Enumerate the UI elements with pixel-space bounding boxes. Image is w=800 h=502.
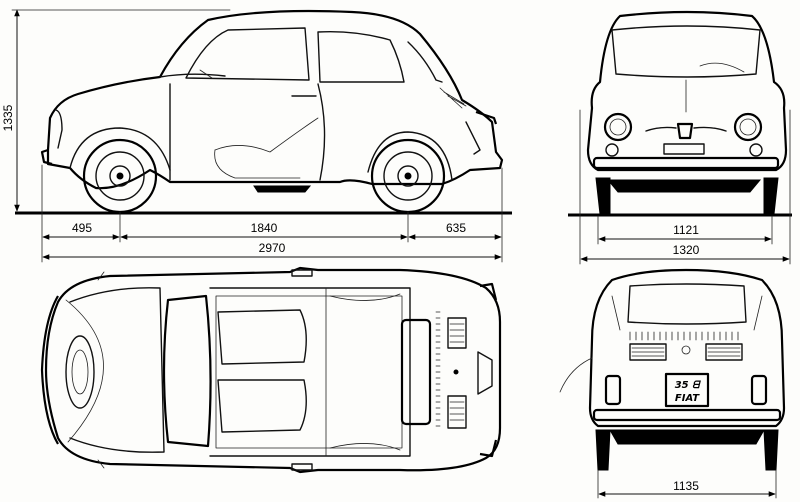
rear-overhang-label: 635: [446, 221, 466, 235]
rear-dimensions: 1135: [597, 469, 777, 499]
top-body-outline: [44, 266, 502, 474]
front-left-headlight: [603, 112, 633, 142]
side-headlight: [55, 109, 63, 149]
rear-undercarriage: [609, 429, 765, 445]
top-engine-louvers: [435, 311, 441, 427]
side-front-arch: [69, 127, 171, 171]
overall-length-label: 2970: [259, 241, 286, 255]
top-front-indicators: [97, 271, 105, 469]
top-left-seat: [217, 379, 307, 433]
rear-view: 35 ᗺ FIAT: [559, 268, 786, 471]
top-door-handles: [291, 269, 313, 471]
front-undercarriage: [606, 179, 762, 193]
top-windshield: [162, 294, 212, 448]
rear-right-taillight: [750, 374, 768, 406]
top-rear-seat-lines: [329, 293, 401, 451]
side-seat-line: [214, 117, 319, 153]
rear-right-tire: [763, 429, 779, 471]
rear-exhaust-line: [559, 357, 593, 393]
side-quarter-window: [407, 41, 443, 83]
side-door-outline: [169, 83, 326, 181]
front-body-outline: [586, 10, 788, 172]
rear-top-vent: [629, 331, 739, 341]
front-whiskers: [645, 126, 727, 132]
front-wiper: [699, 62, 745, 73]
front-windshield: [611, 25, 761, 78]
top-rear-bumper: [479, 282, 498, 458]
side-front-window: [185, 27, 310, 81]
side-mirror: [199, 69, 213, 79]
rear-body-outline: [588, 268, 786, 428]
plate-line-1: 35 ᗺ: [675, 380, 701, 391]
top-engine-lid-handle: [477, 351, 493, 395]
top-right-seat: [217, 309, 307, 365]
top-lock: [453, 369, 459, 375]
height-dimension: 1335: [1, 9, 231, 212]
front-license-plate: [663, 143, 705, 155]
front-left-tire: [595, 177, 611, 215]
rear-grille-slats: [631, 347, 741, 357]
front-track-label: 1121: [673, 223, 699, 237]
side-body-outline: [46, 9, 504, 190]
side-rear-bumper: [475, 110, 498, 125]
side-front-bumper: [40, 148, 53, 166]
rear-track-label: 1135: [673, 479, 699, 493]
overall-width-label: 1320: [673, 243, 700, 257]
side-view: [15, 9, 512, 215]
rear-right-grille: [705, 343, 743, 361]
front-view: [568, 10, 792, 217]
top-vent-grilles: [447, 317, 467, 429]
front-bumper: [592, 156, 780, 170]
front-right-headlight: [733, 112, 763, 142]
rear-left-grille: [629, 343, 667, 361]
side-rear-arch: [367, 131, 453, 181]
side-taillight: [465, 121, 481, 155]
side-rear-window: [317, 31, 405, 83]
top-hood-crease: [65, 299, 104, 443]
rear-pillars: [611, 295, 763, 331]
top-vent-slats: [449, 323, 465, 421]
plate-line-2: FIAT: [675, 393, 700, 404]
rear-left-tire: [595, 429, 611, 471]
length-dimensions: 495 1840 635 2970: [41, 164, 503, 263]
side-floor-pan: [253, 185, 312, 193]
front-overhang-label: 495: [72, 221, 92, 235]
rear-emblem: [681, 345, 691, 355]
front-dimensions: 1121 1320: [579, 109, 791, 265]
front-badge: [676, 122, 694, 140]
side-engine-grille: [439, 87, 467, 109]
top-spare-tire: [65, 335, 95, 409]
rear-window: [627, 283, 747, 325]
top-sunroof: [215, 295, 403, 449]
wheelbase-label: 1840: [251, 221, 278, 235]
rear-bumper: [592, 408, 782, 422]
top-front-hood: [69, 287, 165, 453]
side-rear-wheel: [370, 138, 446, 214]
top-view: [40, 266, 502, 474]
side-front-wheel: [82, 138, 158, 214]
top-roof-outline: [209, 287, 411, 457]
rear-license-plate: [664, 372, 710, 408]
rear-left-taillight: [604, 374, 622, 406]
front-left-indicator: [605, 143, 619, 157]
top-rear-window: [400, 318, 432, 426]
top-front-bumper: [40, 295, 59, 445]
height-label: 1335: [1, 104, 15, 131]
front-right-tire: [763, 177, 779, 215]
front-right-indicator: [749, 143, 763, 157]
side-seat-cushion: [214, 149, 301, 179]
side-beltline: [159, 73, 226, 78]
top-spare-hub: [71, 349, 89, 395]
